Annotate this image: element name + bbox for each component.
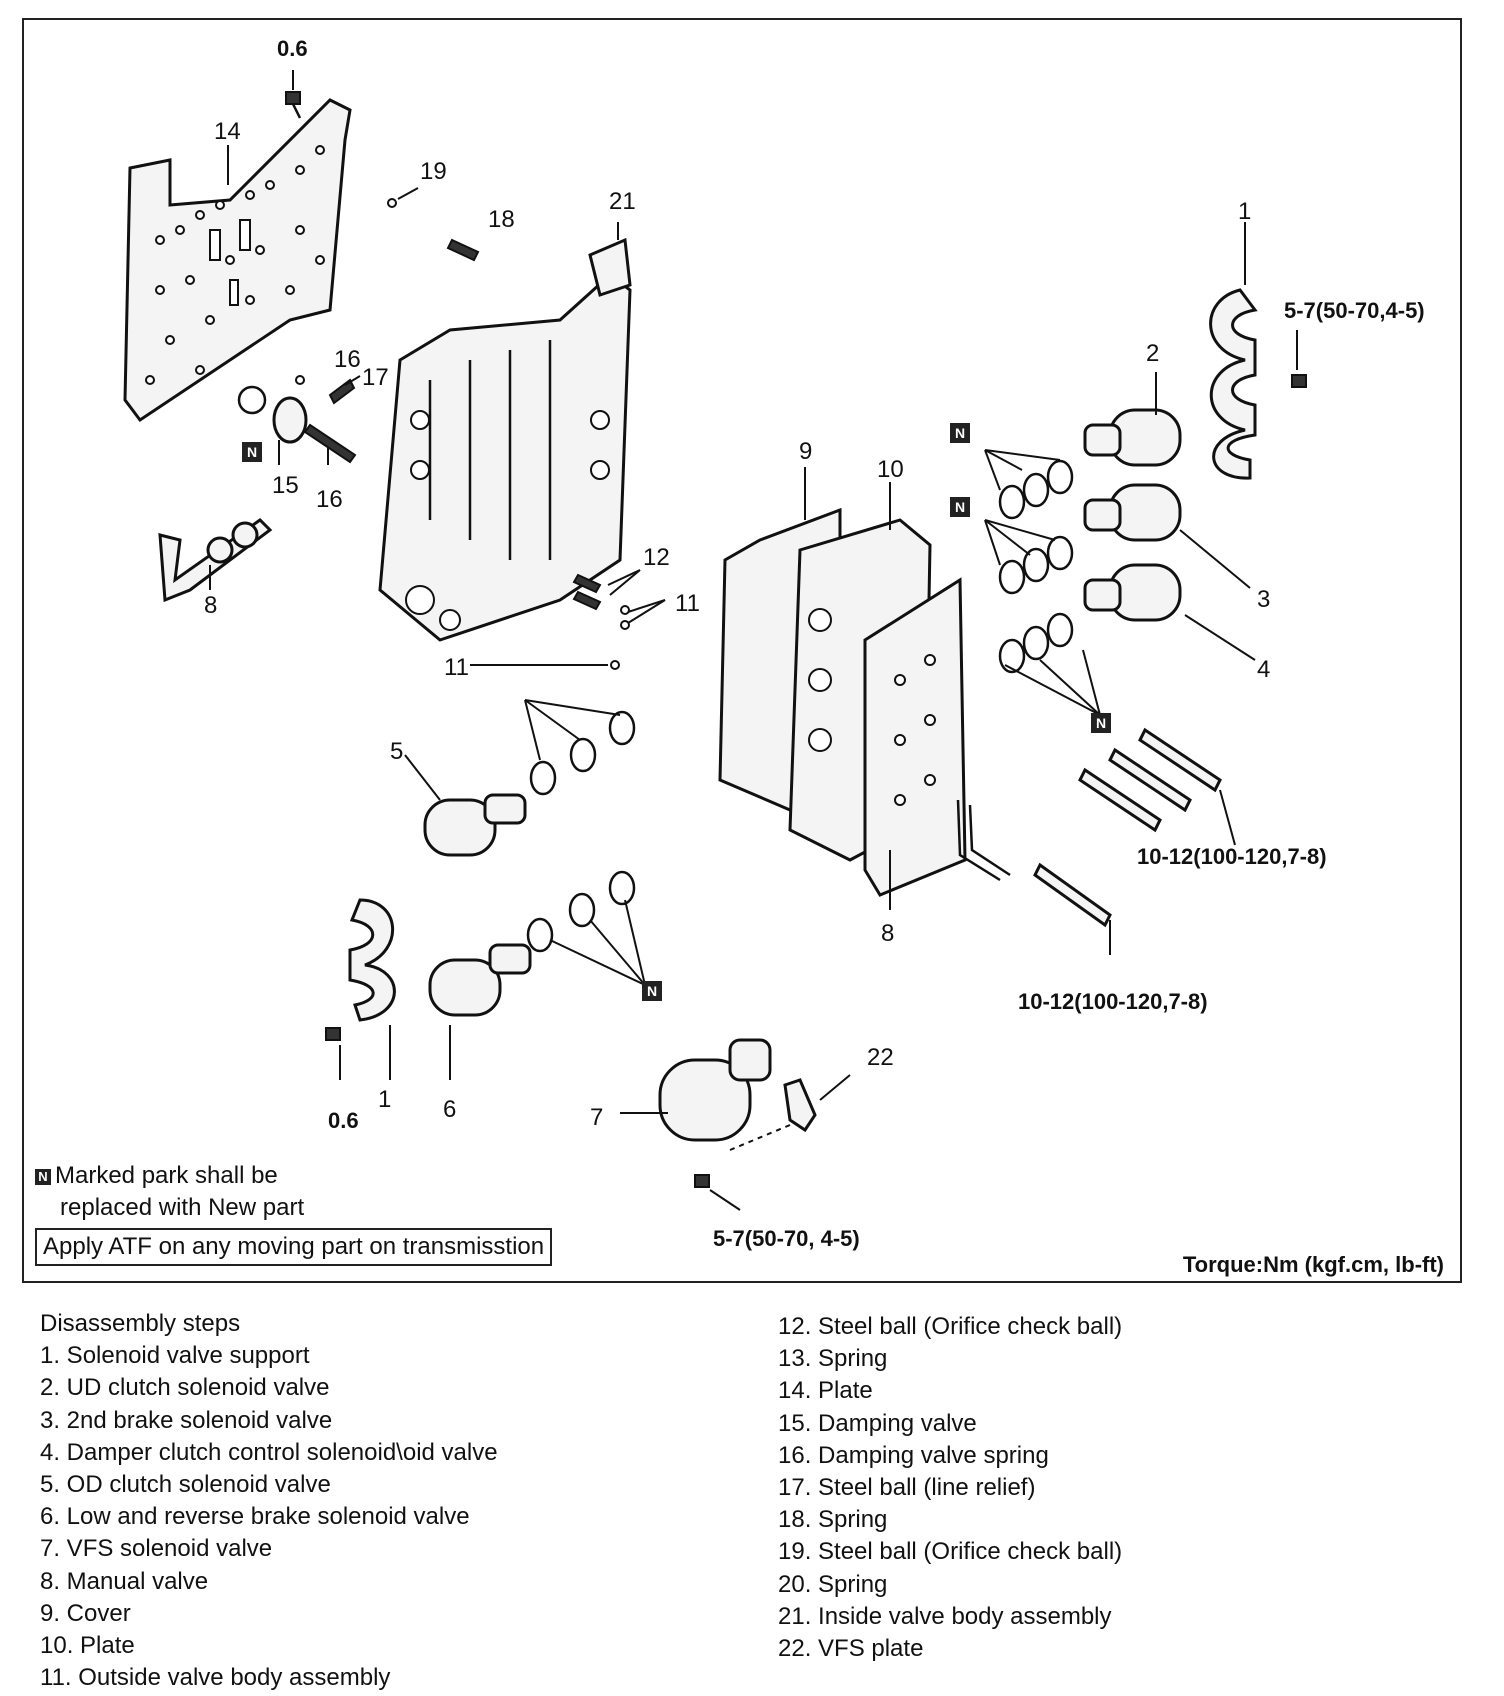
callout-8-right: 8 <box>881 920 895 947</box>
callout-14: 14 <box>214 118 241 145</box>
step-item: 15. Damping valve <box>778 1409 977 1437</box>
step-item: 1. Solenoid valve support <box>40 1342 310 1370</box>
step-item: 19. Steel ball (Orifice check ball) <box>778 1538 1123 1566</box>
torque-label-bolt-bottom: 0.6 <box>328 1108 359 1133</box>
inside-valve-body-drawing <box>378 237 632 642</box>
new-part-mark: N <box>950 497 970 517</box>
new-part-note-line1: Marked park shall be <box>55 1162 278 1189</box>
new-part-note-line2: replaced with New part <box>60 1194 305 1221</box>
callout-21: 21 <box>609 188 636 215</box>
vfs-solenoid-drawing <box>658 1038 817 1188</box>
callout-22: 22 <box>867 1044 894 1071</box>
torque-label-bracket-top: 5-7(50-70,4-5) <box>1284 298 1425 323</box>
callout-9: 9 <box>799 438 813 465</box>
solenoid-valves-right-drawing <box>998 408 1182 674</box>
step-item: 18. Spring <box>778 1506 888 1534</box>
callout-15: 15 <box>272 472 299 499</box>
step-item: 8. Manual valve <box>40 1567 209 1595</box>
new-part-mark: N <box>35 1169 51 1185</box>
steps-heading: Disassembly steps <box>40 1310 241 1337</box>
solenoid-support-top-drawing <box>1209 288 1307 480</box>
torque-label-bolts-b: 10-12(100-120,7-8) <box>1018 989 1208 1014</box>
exploded-view-drawing <box>123 70 1307 1211</box>
step-item: 4. Damper clutch control solenoid\oid va… <box>40 1438 498 1466</box>
atf-note: Apply ATF on any moving part on transmis… <box>35 1228 553 1266</box>
torque-label-bolts-a: 10-12(100-120,7-8) <box>1137 844 1327 869</box>
callout-4: 4 <box>1257 656 1271 683</box>
leader-lines <box>209 145 1298 1211</box>
step-item: 3. 2nd brake solenoid valve <box>40 1406 333 1434</box>
callout-12: 12 <box>643 544 670 571</box>
step-item: 14. Plate <box>778 1377 873 1405</box>
manual-valve-left-drawing <box>158 518 273 603</box>
callout-11-right: 11 <box>675 590 700 617</box>
torque-label-vfs: 5-7(50-70, 4-5) <box>713 1226 860 1251</box>
callout-16-top: 16 <box>334 346 361 373</box>
step-item: 11. Outside valve body assembly <box>40 1664 391 1692</box>
step-item: 9. Cover <box>40 1599 131 1627</box>
callout-1-top: 1 <box>1238 198 1252 225</box>
new-part-mark: N <box>1091 713 1111 733</box>
callout-3: 3 <box>1257 586 1271 613</box>
step-item: 6. Low and reverse brake solenoid valve <box>40 1503 470 1531</box>
step-item: 5. OD clutch solenoid valve <box>40 1471 331 1499</box>
callout-1-bottom: 1 <box>378 1086 392 1113</box>
step-item: 22. VFS plate <box>778 1635 924 1663</box>
step-item: 7. VFS solenoid valve <box>40 1535 273 1563</box>
callout-11-left: 11 <box>444 654 469 681</box>
callout-6: 6 <box>443 1096 457 1123</box>
outside-valve-body-drawing <box>718 507 967 897</box>
bolt-top-drawing <box>285 70 302 119</box>
plate-14-drawing <box>123 98 352 423</box>
callout-10: 10 <box>877 456 904 483</box>
new-part-mark: N <box>950 423 970 443</box>
step-item: 2. UD clutch solenoid valve <box>40 1374 330 1402</box>
callout-17: 17 <box>362 364 389 391</box>
solenoid-5-drawing <box>423 710 636 857</box>
step-item: 20. Spring <box>778 1570 888 1598</box>
callout-2: 2 <box>1146 340 1160 367</box>
callout-19: 19 <box>420 158 447 185</box>
step-item: 13. Spring <box>778 1345 888 1373</box>
callout-5: 5 <box>390 738 404 765</box>
step-item: 21. Inside valve body assembly <box>778 1602 1112 1630</box>
solenoid-6-drawing <box>325 870 636 1041</box>
disassembly-steps-right: 12. Steel ball (Orifice check ball) 13. … <box>778 1311 1122 1665</box>
torque-label-bolt-top: 0.6 <box>277 36 308 61</box>
new-part-mark: N <box>642 981 662 1001</box>
callout-16-bottom: 16 <box>316 486 343 513</box>
step-item: 12. Steel ball (Orifice check ball) <box>778 1313 1123 1340</box>
step-item: 16. Damping valve spring <box>778 1441 1049 1469</box>
callout-18: 18 <box>488 206 515 233</box>
disassembly-steps-left: Disassembly steps 1. Solenoid valve supp… <box>40 1308 498 1694</box>
new-part-mark: N <box>242 442 262 462</box>
callout-7: 7 <box>590 1104 604 1131</box>
callout-8-left: 8 <box>204 592 218 619</box>
step-item: 17. Steel ball (line relief) <box>778 1474 1036 1502</box>
torque-unit-note: Torque:Nm (kgf.cm, lb-ft) <box>1182 1252 1444 1277</box>
bolts-right-drawing <box>1033 727 1222 928</box>
step-item: 10. Plate <box>40 1632 135 1660</box>
